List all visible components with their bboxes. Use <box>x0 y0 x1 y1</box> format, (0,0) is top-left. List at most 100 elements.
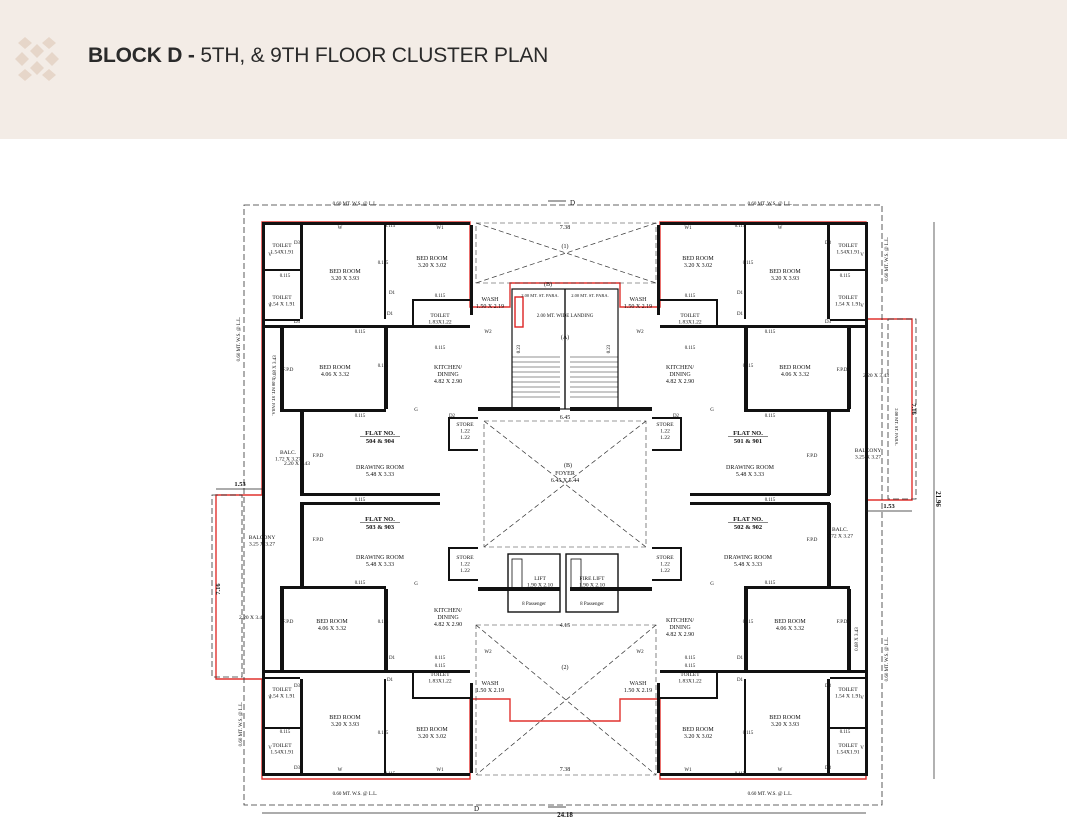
room-name-toilet-tl1: TOILET <box>272 243 292 249</box>
room-dim-wash-bl: 1.50 X 2.19 <box>476 688 504 694</box>
room-dim-toilet-tr1: 1.54X1.91 <box>836 250 859 256</box>
tag-fpd: F.P.D <box>313 538 324 543</box>
wall <box>660 670 865 673</box>
outer-dashed-frame <box>243 204 883 806</box>
room-name-drawing-tr: DRAWING ROOM <box>726 465 775 471</box>
wall <box>300 502 440 505</box>
tag-fpd: F.P.D <box>807 538 818 543</box>
walls <box>262 222 868 776</box>
tag-w2: W2 <box>636 650 644 655</box>
dim-068-left: 0.68 X 3.43 <box>273 355 278 379</box>
room-name-store-tr: STORE <box>656 422 674 428</box>
tag-d3: D3 <box>825 320 832 325</box>
grid-b: (B) <box>544 281 552 288</box>
room-dim-toilet-br3: 1.83X1.22 <box>678 679 701 685</box>
room-dim-toilet-tr3: 1.83X1.22 <box>678 320 701 326</box>
wall-thickness-label: 0.115 <box>735 772 746 777</box>
room-name-store-br: STORE <box>656 555 674 561</box>
wall <box>830 269 865 271</box>
room-name-wash-tl: WASH <box>481 297 499 303</box>
wall <box>744 589 748 670</box>
tag-v: V <box>268 253 272 258</box>
room-name-balc-r: BALC. <box>832 527 849 533</box>
ws-note-left: 0.60 MT. W.S. @ L.L. <box>237 317 242 362</box>
wall <box>660 299 718 301</box>
ws-note-tr: 0.60 MT. W.S. @ L.L. <box>748 202 793 207</box>
room-dim-store-tl: 1.22 <box>460 429 470 435</box>
tag-d3: D3 <box>825 766 832 771</box>
tag-v: V <box>268 696 272 701</box>
tag-d3: D3 <box>294 766 301 771</box>
tag-g: G <box>414 582 418 587</box>
wall <box>300 503 304 586</box>
wall <box>265 319 300 321</box>
wall-thickness-label: 0.115 <box>685 656 696 661</box>
wall-thickness-label: 0.115 <box>735 224 746 229</box>
tag-fpd: F.P.D <box>313 454 324 459</box>
wall <box>265 677 300 679</box>
title-floor: 5TH, & 9TH FLOOR CLUSTER PLAN <box>200 44 549 67</box>
room-name-balcony-r: BALCONY <box>855 448 882 454</box>
tag-w1: W1 <box>436 768 444 773</box>
room-dim-wash-tr: 1.50 X 2.19 <box>624 304 652 310</box>
st-para-right: 2.00 MT. ST. PARA. <box>894 408 899 446</box>
wall-thickness-label: 0.115 <box>435 664 446 669</box>
room-name-balcony-l: BALCONY <box>249 535 276 541</box>
room-name-bed-tl1: BED ROOM <box>329 269 361 275</box>
tag-w2: W2 <box>484 330 492 335</box>
room-name-bed-tl2: BED ROOM <box>416 256 448 262</box>
wall <box>300 493 440 496</box>
wall <box>827 222 830 319</box>
wall <box>262 503 265 776</box>
flat-label-1: FLAT NO. <box>365 430 395 437</box>
room-name-kitchen-tl: KITCHEN/ <box>434 365 462 371</box>
page-title: BLOCK D - 5TH, & 9TH FLOOR CLUSTER PLAN <box>88 44 548 68</box>
grid-1: (1) <box>562 243 569 250</box>
wall <box>448 449 478 451</box>
room-name-bed-tr3: BED ROOM <box>779 365 811 371</box>
wall <box>300 679 303 776</box>
tag-d3: D3 <box>294 241 301 246</box>
wall-thickness-label: 0.115 <box>280 730 291 735</box>
flat-number-1: 504 & 904 <box>366 438 395 445</box>
room-dim-bed-tl1: 3.20 X 3.93 <box>331 276 359 282</box>
tag-d1: D1 <box>737 291 744 296</box>
wall <box>830 319 865 321</box>
wall-thickness-label: 0.115 <box>743 261 754 266</box>
left-offset-label: 1.53 <box>234 481 246 488</box>
bottom-void <box>475 624 657 776</box>
room-name-kitchen-br: KITCHEN/ <box>666 618 694 624</box>
room-name-foyer: FOYER <box>555 471 575 477</box>
room-dim-toilet-br2: 1.54X1.91 <box>836 750 859 756</box>
wall <box>570 587 652 591</box>
dim-068-right: 0.68 X 3.43 <box>855 627 860 651</box>
tag-fpd: F.P.D <box>837 368 848 373</box>
wall-230-label: 0.23 <box>607 344 612 353</box>
red-outline <box>215 221 913 780</box>
wall <box>448 579 478 581</box>
room-name-toilet-bl2: TOILET <box>272 743 292 749</box>
room-dim-drawing-tl: 5.48 X 3.33 <box>366 472 394 478</box>
wall <box>744 409 850 412</box>
wall-thickness-label: 0.115 <box>385 224 396 229</box>
wall-thickness-label: 0.115 <box>840 730 851 735</box>
wall <box>830 727 865 729</box>
tag-d3: D3 <box>294 320 301 325</box>
top-void-frame <box>475 222 657 284</box>
foyer-void <box>483 420 647 548</box>
room-name-bed-br1: BED ROOM <box>769 715 801 721</box>
wall <box>448 417 450 451</box>
wall-thickness-label: 0.115 <box>685 346 696 351</box>
room-name-store-bl: STORE <box>456 555 474 561</box>
left-side-dim: 7.16 <box>215 583 222 595</box>
room-dim-store-tl: 1.22 <box>460 435 470 441</box>
room-name-toilet-tl2: TOILET <box>272 295 292 301</box>
room-dim-wash-br: 1.50 X 2.19 <box>624 688 652 694</box>
alt-dim-left: 2.20 X 3.43 <box>284 461 310 467</box>
wall <box>262 222 470 225</box>
room-dim-toilet-tr2: 1.54 X 1.91 <box>835 302 861 308</box>
room-name-lift-2: FIRE LIFT <box>580 576 606 582</box>
right-side-dim: 7.16 <box>910 403 917 415</box>
room-dim-bed-br1: 3.20 X 3.93 <box>771 722 799 728</box>
tag-d1: D1 <box>387 312 394 317</box>
